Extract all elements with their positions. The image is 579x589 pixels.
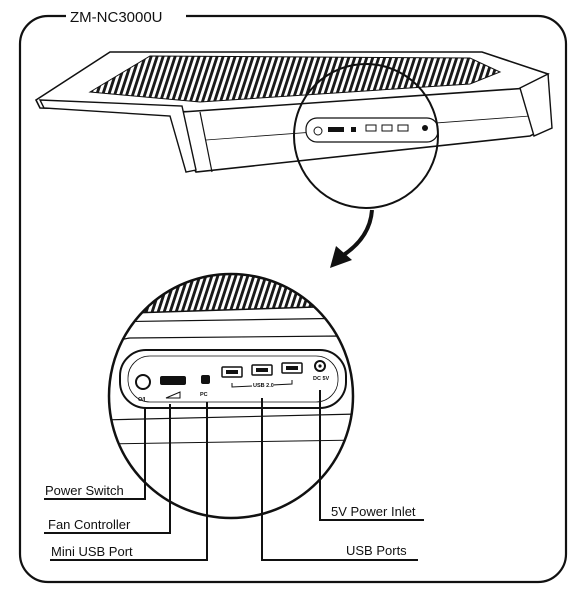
- power-switch-knob: [135, 374, 151, 390]
- label-power-switch: Power Switch: [45, 483, 124, 498]
- usb-sockets: USB 2.0: [221, 362, 303, 389]
- fan-controller-wheel: [160, 376, 186, 385]
- label-mini-usb-port: Mini USB Port: [51, 544, 133, 559]
- zoom-indicator-circle: [293, 63, 439, 209]
- svg-text:PC: PC: [200, 392, 208, 398]
- label-fan-controller: Fan Controller: [48, 517, 131, 532]
- label-5v-power-inlet: 5V Power Inlet: [331, 504, 416, 519]
- diagram-title: ZM-NC3000U: [70, 9, 163, 26]
- zoom-arrow: [330, 209, 374, 268]
- leader-lines: [44, 390, 424, 561]
- vent-grille: [88, 55, 502, 103]
- cooler-top-view: [34, 51, 553, 173]
- svg-text:USB 2.0: USB 2.0: [253, 383, 274, 389]
- label-usb-ports: USB Ports: [346, 543, 407, 558]
- svg-text:DC 5V: DC 5V: [313, 376, 330, 382]
- svg-text:O/I: O/I: [138, 397, 146, 403]
- mini-usb-socket: [201, 375, 210, 384]
- diagram-frame: [18, 14, 568, 584]
